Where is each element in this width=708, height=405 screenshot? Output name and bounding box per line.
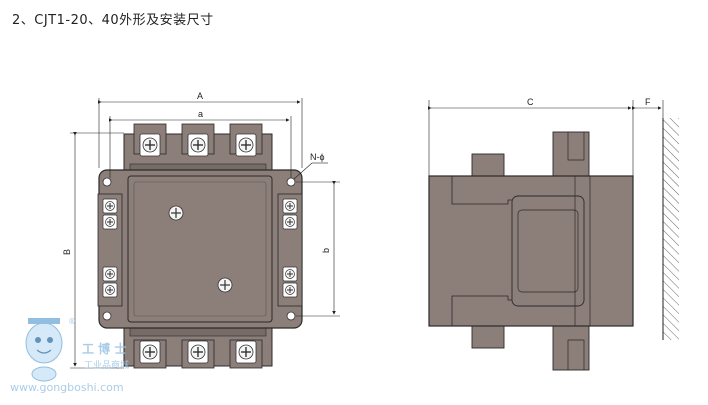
mounting-wall — [662, 118, 679, 340]
mascot-icon — [25, 318, 63, 382]
watermark-tagline: 工业品商城 — [84, 359, 129, 371]
mounting-hole-tl — [102, 177, 112, 187]
dim-F-label: F — [645, 97, 651, 107]
side-view — [428, 131, 634, 371]
watermark-brand: 工 博 士 — [82, 341, 126, 356]
bottom-terminal-block — [123, 321, 273, 369]
mounting-hole-br — [286, 311, 296, 321]
page-title: 2、CJT1-20、40外形及安装尺寸 — [12, 13, 214, 28]
dim-hole-label: N-ϕ — [310, 152, 325, 162]
watermark: 工 博 士 ® 工业品商城 www.gongboshi.com — [10, 317, 129, 394]
front-dimensions — [70, 98, 340, 369]
dim-a-label: a — [198, 109, 203, 119]
mounting-hole-tr — [286, 177, 296, 187]
watermark-registered: ® — [68, 317, 76, 326]
cover-screw-icon — [168, 205, 184, 221]
mounting-hole-bl — [102, 311, 112, 321]
aux-contacts-left — [97, 193, 123, 307]
dim-b-label: b — [321, 248, 331, 253]
cover-screw-icon — [217, 277, 233, 293]
dim-A-label: A — [197, 91, 203, 101]
watermark-url: www.gongboshi.com — [10, 381, 124, 394]
front-cover — [127, 175, 273, 323]
dim-C-label: C — [527, 97, 534, 107]
dim-B-label: B — [62, 249, 72, 255]
aux-contacts-right — [277, 193, 303, 307]
side-dimensions — [428, 100, 664, 176]
front-view — [97, 123, 303, 369]
